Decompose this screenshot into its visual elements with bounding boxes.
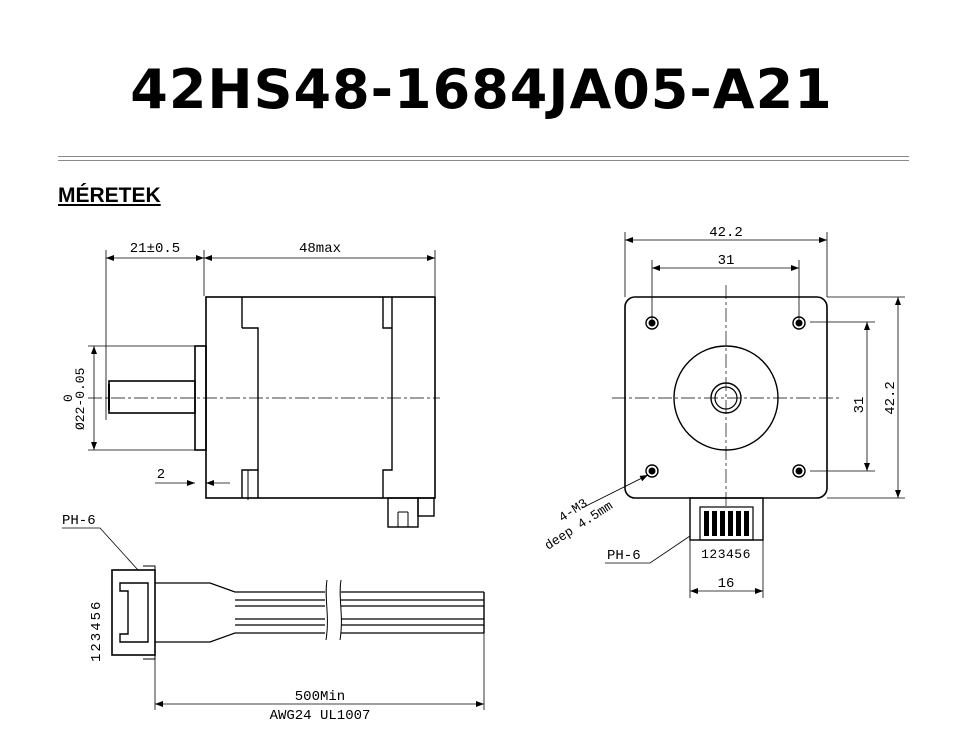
side-view	[88, 250, 440, 528]
wire-spec-label: AWG24 UL1007	[270, 708, 371, 724]
title-divider-bottom	[58, 160, 909, 161]
shaft-tolerance-upper-label: 0	[61, 394, 76, 402]
section-heading: MÉRETEK	[58, 184, 161, 207]
page-title: 42HS48-1684JA05-A21	[130, 58, 833, 121]
cable-length-label: 500Min	[295, 689, 345, 705]
front-connector-label: PH-6	[607, 548, 641, 564]
outer-width-label: 42.2	[709, 225, 743, 241]
front-pin-numbers: 123456	[701, 547, 751, 562]
connector-width-label: 16	[718, 576, 735, 592]
shaft-diameter-label: Ø22-0.05	[73, 368, 88, 430]
hole-spacing-v-label: 31	[852, 397, 868, 414]
flange-thickness-label: 2	[157, 467, 165, 483]
hole-spacing-h-label: 31	[718, 253, 735, 269]
title-divider-top	[58, 156, 909, 157]
front-view	[581, 232, 905, 598]
cable-pin-numbers: 123456	[89, 600, 105, 662]
cable-connector-label: PH-6	[62, 513, 96, 529]
cable-view	[62, 527, 485, 710]
shaft-length-label: 21±0.5	[130, 241, 180, 257]
body-length-label: 48max	[299, 241, 341, 257]
outer-height-label: 42.2	[883, 381, 899, 415]
